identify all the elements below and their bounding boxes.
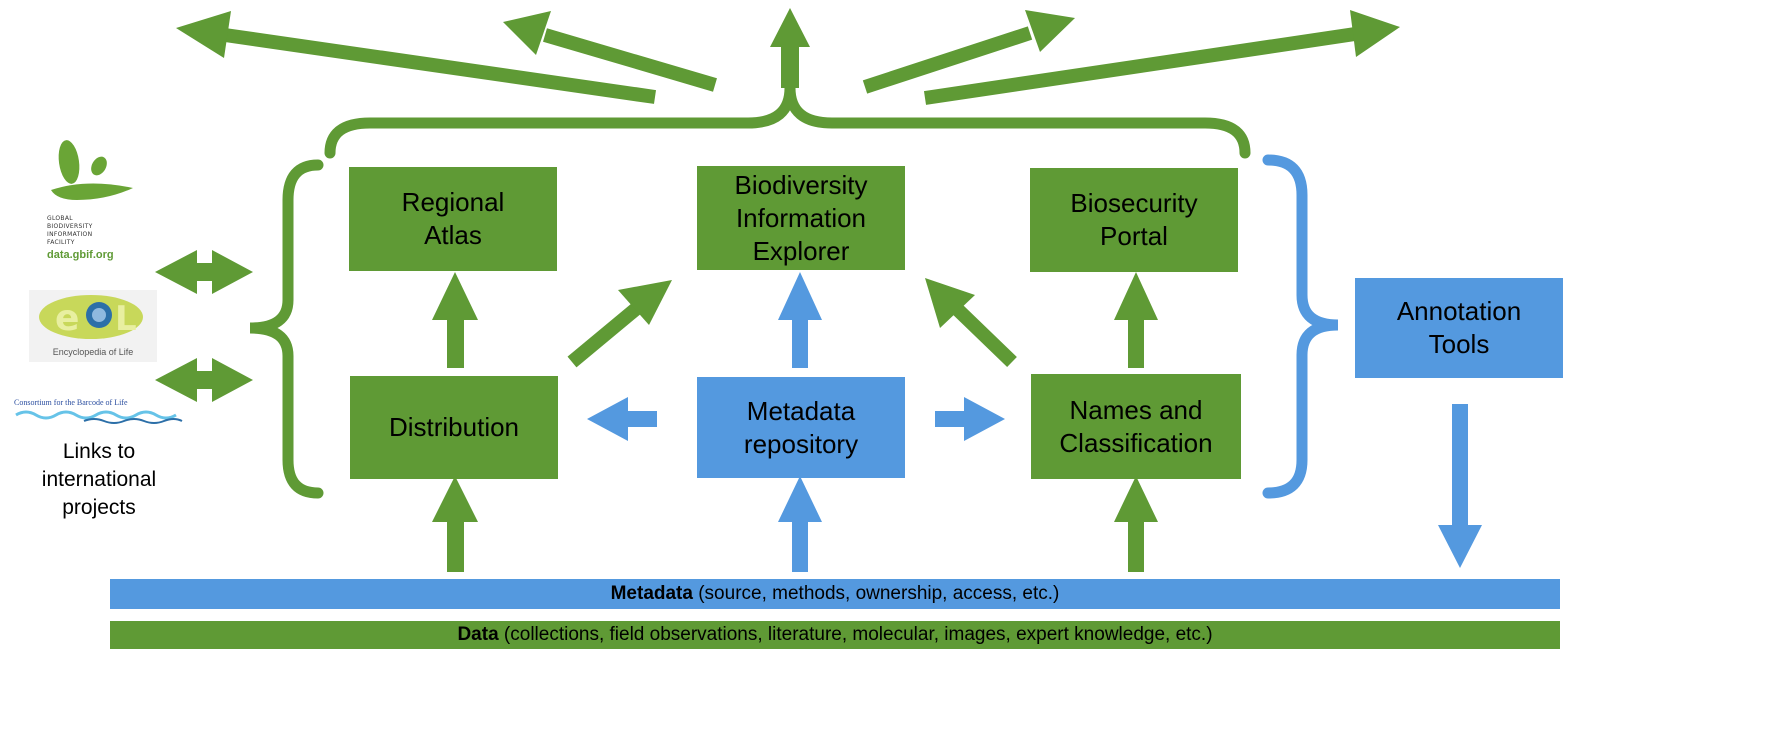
left-brace <box>249 159 324 499</box>
arrow-data-to-names <box>1114 476 1158 572</box>
gbif-line: FACILITY <box>47 239 75 246</box>
cbol-wave-icon <box>15 410 183 424</box>
eol-caption: Encyclopedia of Life <box>52 347 134 357</box>
gbif-url: data.gbif.org <box>47 249 114 261</box>
top-arrows <box>176 8 1400 105</box>
diag-left-shaft <box>567 302 642 368</box>
gbif-line: BIODIVERSITY <box>47 223 93 230</box>
right-far-arrowhead <box>1350 10 1400 57</box>
metadata-bar-detail: (source, methods, ownership, access, etc… <box>692 583 1060 604</box>
horizontal-arrows <box>587 397 1005 441</box>
up-arrow-center <box>770 8 810 88</box>
right-far-arrow-shaft <box>923 27 1357 105</box>
right-near-arrow-shaft <box>862 26 1033 94</box>
arrow-metadata-to-distribution <box>587 397 657 441</box>
cbol-logo[interactable]: Consortium for the Barcode of Life <box>14 398 184 432</box>
data-bar-label: Data <box>457 624 499 645</box>
double-arrows <box>155 250 253 402</box>
arrow-metadata-to-names <box>935 397 1005 441</box>
eol-emblem-icon: e L <box>39 295 143 339</box>
regional-atlas-box[interactable]: Regional Atlas <box>349 167 557 271</box>
left-far-arrowhead <box>176 11 231 58</box>
arrow-annotation-down <box>1438 404 1482 568</box>
double-arrow-top <box>155 250 253 294</box>
diag-right-shaft <box>950 301 1017 368</box>
arrow-data-to-metadata <box>778 476 822 572</box>
metadata-bar-label: Metadata <box>610 583 693 604</box>
arrow-distribution-to-atlas <box>432 272 478 368</box>
arrow-data-to-distribution <box>432 476 478 572</box>
annotation-tools-box[interactable]: Annotation Tools <box>1355 278 1563 378</box>
vertical-arrows <box>432 272 1482 572</box>
diag-right-head <box>925 278 975 328</box>
diagonal-arrows <box>567 278 1017 368</box>
links-to-international-projects: Links to international projects <box>41 440 157 519</box>
metadata-repository-box[interactable]: Metadata repository <box>697 377 905 478</box>
arrow-names-to-biosecurity <box>1114 272 1158 368</box>
gbif-logo[interactable]: GLOBAL BIODIVERSITY INFORMATION FACILITY… <box>47 138 147 278</box>
metadata-bar: Metadata (source, methods, ownership, ac… <box>110 579 1560 609</box>
top-brace <box>324 87 1251 159</box>
names-and-classification-box[interactable]: Names and Classification <box>1031 374 1241 479</box>
left-near-arrowhead <box>503 11 551 55</box>
gbif-line: GLOBAL <box>47 215 73 222</box>
arrow-metadata-to-bie <box>778 272 822 368</box>
gbif-leaf-icon <box>51 140 133 200</box>
gbif-line: INFORMATION <box>47 231 93 238</box>
right-near-arrowhead <box>1025 10 1075 52</box>
biosecurity-portal-box[interactable]: Biosecurity Portal <box>1030 168 1238 272</box>
data-bar-detail: (collections, field observations, litera… <box>498 624 1213 645</box>
left-near-arrow-shaft <box>543 28 717 92</box>
svg-text:L: L <box>115 299 137 339</box>
svg-text:e: e <box>55 298 79 339</box>
eol-logo[interactable]: e L Encyclopedia of Life <box>29 290 157 362</box>
left-far-arrow-shaft <box>224 28 656 104</box>
data-bar: Data (collections, field observations, l… <box>110 621 1560 649</box>
distribution-box[interactable]: Distribution <box>350 376 558 479</box>
gbif-text: GLOBAL BIODIVERSITY INFORMATION FACILITY <box>47 215 147 247</box>
diag-left-head <box>618 280 672 325</box>
double-arrow-bottom <box>155 358 253 402</box>
biodiversity-information-explorer-box[interactable]: Biodiversity Information Explorer <box>697 166 905 270</box>
right-brace <box>1262 154 1339 499</box>
cbol-text: Consortium for the Barcode of Life <box>14 398 128 407</box>
